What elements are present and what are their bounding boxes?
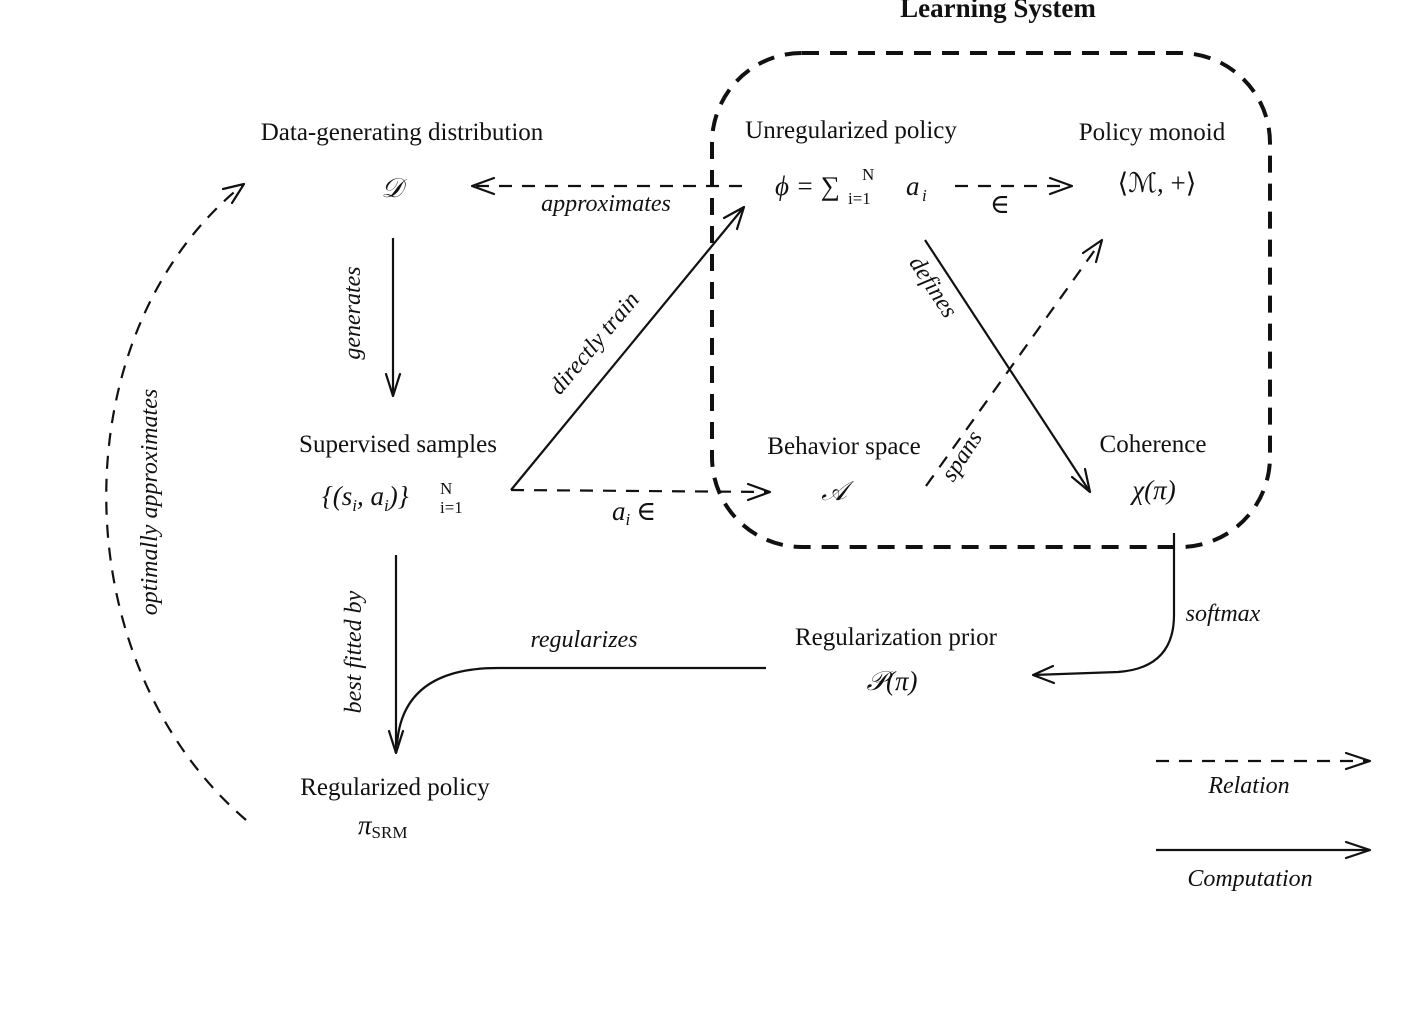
edge-spans xyxy=(925,238,1104,487)
edge-label-spans: spans xyxy=(936,426,988,486)
node-unregularized-policy: Unregularized policy ϕ = ∑ N i=1 a i xyxy=(745,117,957,208)
node-regularized-policy: Regularized policy πSRM xyxy=(300,774,490,842)
edge-label-ai-in: ai∈ xyxy=(612,496,656,529)
legend-relation-arrow xyxy=(1156,751,1372,771)
node-label: Behavior space xyxy=(767,433,920,460)
node-symbol: ϕ = ∑ xyxy=(775,171,840,201)
legend: Relation Computation xyxy=(1156,751,1372,892)
edge-generates xyxy=(384,238,402,398)
edge-defines xyxy=(924,239,1092,494)
node-symbol: 𝒜 xyxy=(821,476,854,506)
node-label: Supervised samples xyxy=(299,431,497,458)
node-symbol-sup: N xyxy=(440,479,452,498)
legend-computation-label: Computation xyxy=(1187,866,1312,892)
node-symbol: χ(π) xyxy=(1129,475,1175,505)
node-label: Policy monoid xyxy=(1079,119,1226,146)
node-policy-monoid: Policy monoid ⟨ℳ, +⟩ xyxy=(1079,119,1226,198)
edge-label-regularizes: regularizes xyxy=(530,627,637,653)
legend-computation-arrow xyxy=(1156,840,1372,860)
learning-system-box xyxy=(710,51,1272,549)
node-symbol-sub: i=1 xyxy=(848,189,871,208)
edge-optimally-approximates xyxy=(105,182,247,821)
edge-label-generates: generates xyxy=(340,266,366,359)
node-symbol: πSRM xyxy=(358,810,407,842)
node-label: Regularization prior xyxy=(795,624,998,651)
edge-approximates xyxy=(470,176,742,196)
node-symbol: {(si, ai)} xyxy=(322,481,409,515)
node-symbol-sub: i=1 xyxy=(440,498,463,517)
edge-label-defines: defines xyxy=(903,252,962,323)
edge-ai-in xyxy=(510,482,772,502)
edge-regularizes xyxy=(395,666,766,746)
node-coherence: Coherence χ(π) xyxy=(1100,431,1207,505)
edge-directly-train xyxy=(510,205,746,491)
node-symbol: ⟨ℳ, +⟩ xyxy=(1118,168,1197,198)
node-label: Data-generating distribution xyxy=(261,119,544,146)
node-data-distribution: Data-generating distribution 𝒟 xyxy=(261,119,544,203)
node-label: Coherence xyxy=(1100,431,1207,458)
node-symbol-sup: N xyxy=(862,165,874,184)
node-label: Regularized policy xyxy=(300,774,490,801)
edge-best-fitted-by xyxy=(387,555,405,755)
node-symbol: 𝒫(π) xyxy=(867,666,918,696)
node-symbol-rhs: a xyxy=(906,171,920,201)
node-symbol: 𝒟 xyxy=(381,173,407,203)
node-symbol-rhs-sub: i xyxy=(922,186,927,205)
node-behavior-space: Behavior space 𝒜 xyxy=(767,433,920,506)
edge-label-approximates: approximates xyxy=(541,191,671,217)
edge-label-optimally-approximates: optimally approximates xyxy=(137,389,163,615)
node-regularization-prior: Regularization prior 𝒫(π) xyxy=(795,624,998,696)
legend-relation-label: Relation xyxy=(1207,773,1289,799)
node-supervised-samples: Supervised samples {(si, ai)} N i=1 xyxy=(299,431,497,517)
edge-label-best-fitted-by: best fitted by xyxy=(341,590,367,713)
edge-element-of-monoid xyxy=(955,176,1074,196)
diagram-title: Learning System xyxy=(900,0,1096,23)
edge-softmax xyxy=(1031,533,1176,685)
edge-label-in: ∈ xyxy=(990,189,1010,219)
edge-label-softmax: softmax xyxy=(1186,601,1261,627)
edge-label-directly-train: directly train xyxy=(544,287,644,400)
node-label: Unregularized policy xyxy=(745,117,957,144)
